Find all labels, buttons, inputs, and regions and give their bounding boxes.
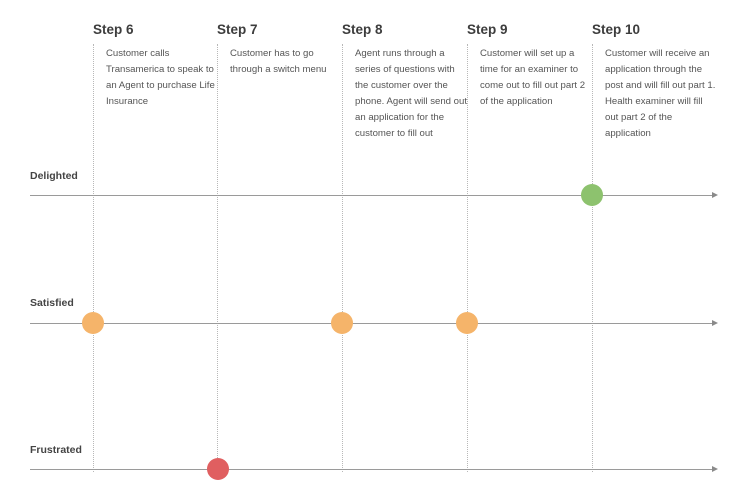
step-8-title: Step 8 — [342, 22, 383, 37]
satisfied-axis-line — [30, 323, 714, 324]
delighted-arrow-icon — [712, 192, 718, 198]
step-9-description: Customer will set up a time for an exami… — [480, 48, 586, 107]
step-9-emotion-dot — [456, 312, 478, 334]
step-10-title: Step 10 — [592, 22, 641, 37]
step-10-emotion-dot — [581, 184, 603, 206]
step-7-guide-line — [217, 44, 218, 472]
step-8-description: Agent runs through a series of questions… — [355, 48, 468, 139]
step-6-guide-line — [93, 44, 94, 472]
step-6-emotion-dot — [82, 312, 104, 334]
step-7-description: Customer has to go through a switch menu — [230, 48, 327, 75]
step-8-guide-line — [342, 44, 343, 472]
step-6-description: Customer calls Transamerica to speak to … — [106, 48, 215, 107]
step-9-title: Step 9 — [467, 22, 508, 37]
row-label-frustrated: Frustrated — [30, 444, 82, 456]
step-7-title: Step 7 — [217, 22, 258, 37]
step-10-description: Customer will receive an application thr… — [605, 48, 716, 139]
step-7-emotion-dot — [207, 458, 229, 480]
step-6-title: Step 6 — [93, 22, 134, 37]
row-label-satisfied: Satisfied — [30, 297, 74, 309]
row-label-delighted: Delighted — [30, 170, 78, 182]
step-10-guide-line — [592, 44, 593, 472]
satisfied-arrow-icon — [712, 320, 718, 326]
delighted-axis-line — [30, 195, 714, 196]
step-8-emotion-dot — [331, 312, 353, 334]
frustrated-arrow-icon — [712, 466, 718, 472]
frustrated-axis-line — [30, 469, 714, 470]
step-9-guide-line — [467, 44, 468, 472]
